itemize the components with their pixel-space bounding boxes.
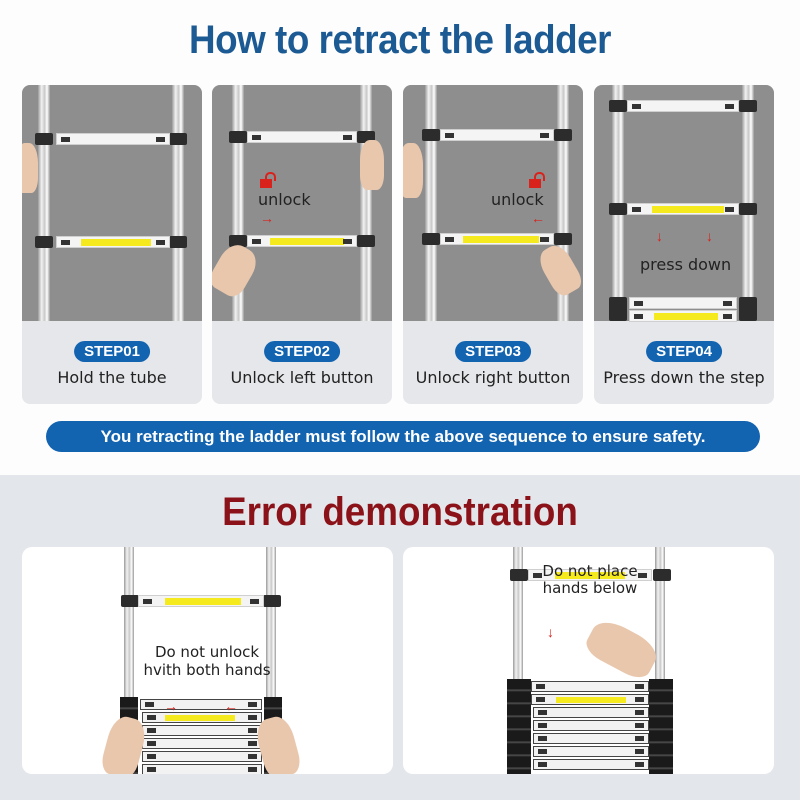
error-line-1: Do not place [542, 562, 638, 580]
ladder-rung [533, 707, 649, 718]
step-photo: ↓ ↓ press down [594, 85, 774, 322]
unlock-icon [260, 172, 276, 188]
ladder-rail [360, 85, 372, 321]
step-badge: STEP03 [455, 341, 531, 362]
ladder-rung [142, 764, 262, 774]
ladder-rung [629, 297, 737, 309]
step-card-1: STEP01 Hold the tube [22, 85, 202, 404]
rail-clamp [35, 236, 53, 248]
rail-clamp [422, 129, 440, 141]
error-line-1: Do not unlock [154, 643, 260, 661]
arrow-left-icon: ← [531, 210, 545, 226]
ladder-rung [533, 759, 649, 770]
rail-clamp [554, 233, 572, 245]
ladder-rung [440, 233, 554, 245]
arrow-right-icon: → [164, 698, 178, 714]
arrow-down-icon: ↓ [656, 228, 663, 244]
hand-image [403, 143, 423, 198]
rail-clamp [263, 595, 281, 607]
collapsed-rail [649, 679, 673, 774]
ladder-rung [627, 100, 739, 112]
step-card-4: ↓ ↓ press down STEP04 Press down the ste… [594, 85, 774, 404]
arrow-right-icon: → [260, 210, 274, 226]
ladder-rung [528, 569, 652, 581]
rail-clamp [609, 100, 627, 112]
step-badge: STEP01 [74, 341, 150, 362]
rail-clamp [422, 233, 440, 245]
error-title: Error demonstration [222, 490, 578, 534]
ladder-rail [513, 547, 523, 774]
rail-clamp [739, 100, 757, 112]
rail-clamp [510, 569, 528, 581]
hand-image [212, 239, 263, 301]
ladder-rung [140, 699, 262, 710]
ladder-rung [247, 131, 357, 143]
safety-banner: You retracting the ladder must follow th… [46, 421, 760, 452]
ladder-rung [533, 720, 649, 731]
ladder-rung [138, 595, 264, 607]
step-badge: STEP04 [646, 341, 722, 362]
step-card-3: unlock ← STEP03 Unlock right button [403, 85, 583, 404]
rail-clamp [169, 133, 187, 145]
ladder-rung [531, 681, 649, 692]
rail-clamp [169, 236, 187, 248]
rail-clamp [554, 129, 572, 141]
rail-clamp [121, 595, 139, 607]
rail-clamp [739, 203, 757, 215]
ladder-rung [440, 129, 554, 141]
step-caption: Press down the step [603, 368, 765, 387]
ladder-rung [142, 738, 262, 749]
hand-image [534, 240, 583, 300]
rail-clamp [609, 297, 627, 321]
step-photo [22, 85, 202, 321]
error-card-2: Do not place hands below ↓ ↓ [403, 547, 774, 774]
ladder-rung [531, 694, 649, 705]
hand-image [581, 614, 663, 684]
arrow-down-icon: ↓ [706, 228, 713, 244]
ladder-rail [655, 547, 665, 774]
ladder-rail [124, 547, 134, 774]
error-card-1: Do not unlock hvith both hands → ← [22, 547, 393, 774]
step-caption: Unlock left button [230, 368, 374, 387]
ladder-rung [142, 725, 262, 736]
hand-image [360, 140, 384, 190]
rail-clamp [739, 297, 757, 321]
rail-clamp [229, 131, 247, 143]
ladder-rung [142, 712, 262, 723]
page-title: How to retract the ladder [188, 18, 611, 62]
ladder-rung [533, 746, 649, 757]
step-badge: STEP02 [264, 341, 340, 362]
error-line-2: hvith both hands [143, 661, 271, 679]
ladder-rung [56, 133, 170, 145]
ladder-rung [629, 310, 737, 322]
ladder-rung [533, 733, 649, 744]
rail-clamp [35, 133, 53, 145]
ladder-rung [627, 203, 739, 215]
collapsed-rail [507, 679, 531, 774]
ladder-rail [38, 85, 50, 321]
ladder-rail [266, 547, 276, 774]
error-line-2: hands below [542, 579, 638, 597]
unlock-icon [529, 172, 545, 188]
step-caption: Unlock right button [415, 368, 571, 387]
step-caption: Hold the tube [57, 368, 167, 387]
ladder-rung [142, 751, 262, 762]
arrow-left-icon: ← [224, 698, 238, 714]
step-overlay-label: press down [640, 255, 732, 274]
hand-image [22, 143, 38, 193]
rail-clamp [229, 235, 247, 247]
step-overlay-label: unlock [491, 190, 544, 209]
step-overlay-label: unlock [258, 190, 311, 209]
rail-clamp [357, 235, 375, 247]
ladder-rung [56, 236, 170, 248]
arrow-down-icon: ↓ [547, 624, 554, 640]
ladder-rail [425, 85, 437, 321]
rail-clamp [609, 203, 627, 215]
ladder-rail [172, 85, 184, 321]
ladder-rung [247, 235, 357, 247]
step-card-2: unlock → STEP02 Unlock left button [212, 85, 392, 404]
step-photo: unlock ← [403, 85, 583, 321]
rail-clamp [653, 569, 671, 581]
step-photo: unlock → [212, 85, 392, 321]
